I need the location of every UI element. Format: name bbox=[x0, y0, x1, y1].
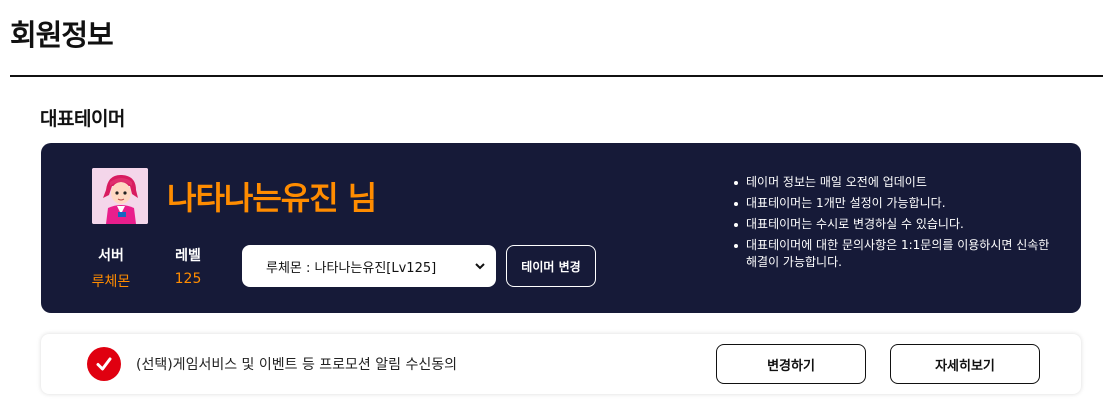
character-name: 나타나는유진 님 bbox=[167, 179, 377, 217]
page-title: 회원정보 bbox=[10, 18, 114, 52]
server-label: 서버 bbox=[98, 248, 124, 264]
server-stat: 서버 루체몬 bbox=[81, 245, 141, 291]
tamer-select-value: 루체몬 : 나타나는유진[Lv125] bbox=[266, 260, 437, 276]
change-tamer-button[interactable]: 테이머 변경 bbox=[506, 245, 596, 287]
tamer-select[interactable]: 루체몬 : 나타나는유진[Lv125] bbox=[242, 245, 496, 287]
modify-consent-button[interactable]: 변경하기 bbox=[716, 344, 866, 384]
check-circle-icon[interactable] bbox=[87, 347, 121, 381]
list-item: 테이머 정보는 매일 오전에 업데이트 bbox=[731, 174, 1051, 191]
level-stat: 레벨 125 bbox=[158, 245, 218, 287]
list-item: 대표테이머에 대한 문의사항은 1:1문의를 이용하시면 신속한 해결이 가능합… bbox=[731, 237, 1051, 271]
section-title: 대표테이머 bbox=[40, 108, 125, 130]
representative-tamer-card: 나타나는유진 님 서버 루체몬 레벨 125 루체몬 : 나타나는유진[Lv12… bbox=[41, 143, 1081, 313]
list-item: 대표테이머는 1개만 설정이 가능합니다. bbox=[731, 195, 1051, 212]
title-divider bbox=[10, 75, 1103, 77]
view-details-button[interactable]: 자세히보기 bbox=[890, 344, 1040, 384]
level-value: 125 bbox=[174, 271, 202, 287]
consent-label: (선택)게임서비스 및 이벤트 등 프로모션 알림 수신동의 bbox=[136, 357, 457, 373]
chevron-down-icon bbox=[474, 257, 486, 276]
promotion-consent-card: (선택)게임서비스 및 이벤트 등 프로모션 알림 수신동의 변경하기 자세히보… bbox=[41, 334, 1081, 394]
notice-list: 테이머 정보는 매일 오전에 업데이트 대표테이머는 1개만 설정이 가능합니다… bbox=[731, 174, 1051, 275]
list-item: 대표테이머는 수시로 변경하실 수 있습니다. bbox=[731, 216, 1051, 233]
avatar bbox=[92, 168, 148, 224]
server-value: 루체몬 bbox=[91, 274, 131, 290]
level-label: 레벨 bbox=[175, 248, 201, 264]
